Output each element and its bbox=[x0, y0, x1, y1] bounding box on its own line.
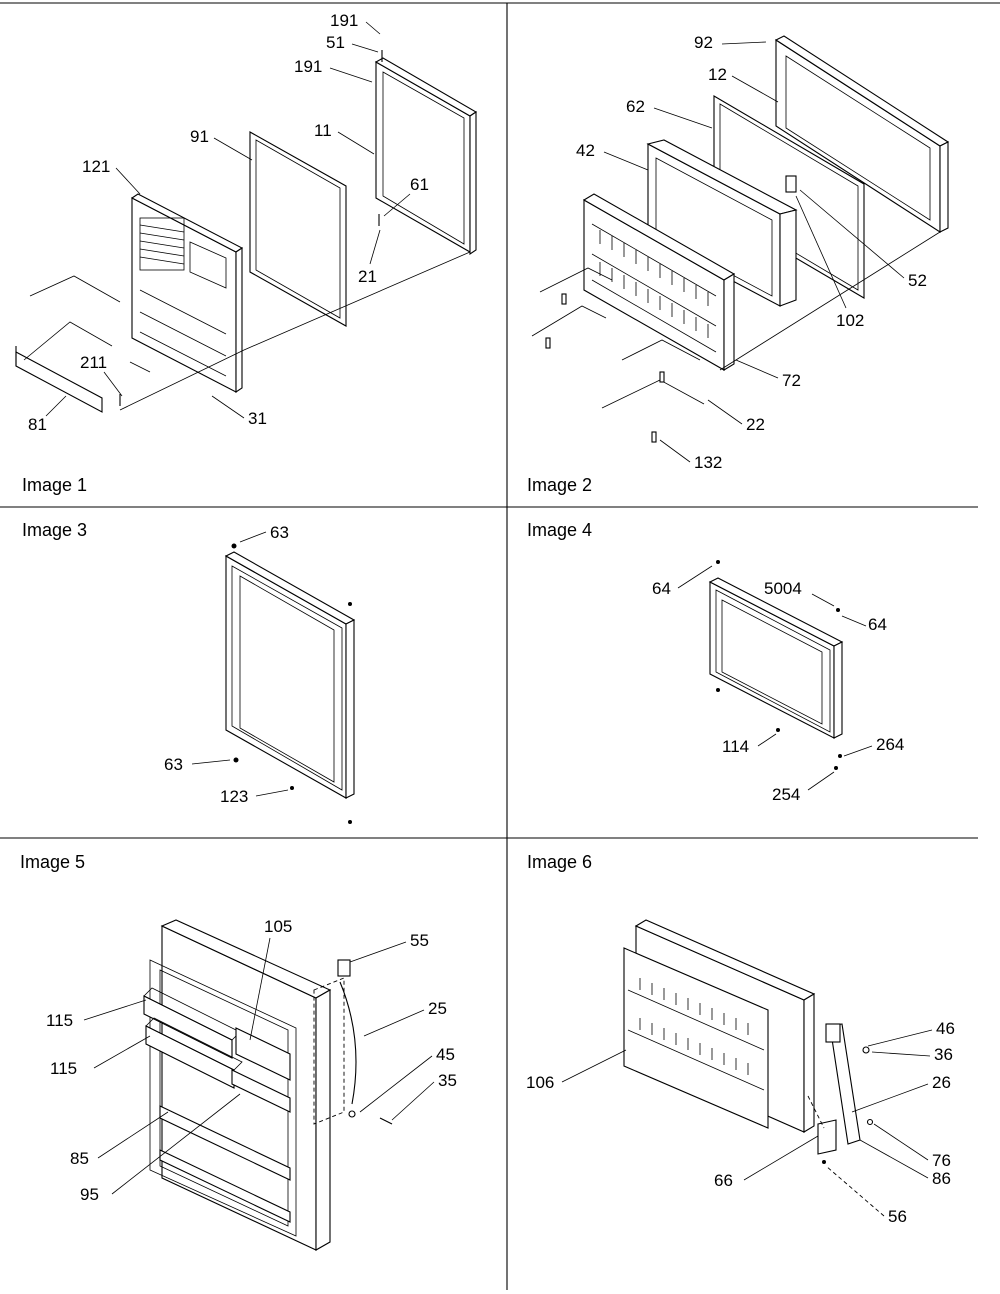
callout-115-lower: 115 bbox=[50, 1059, 77, 1078]
callout-46: 46 bbox=[936, 1019, 955, 1038]
panel-image-2: Image 2 bbox=[527, 33, 950, 495]
callout-45: 45 bbox=[436, 1045, 455, 1064]
panel-caption: Image 6 bbox=[527, 852, 592, 872]
callout-123: 123 bbox=[220, 787, 248, 806]
panel-image-4: Image 4 64 5004 64 114 264 254 bbox=[527, 520, 904, 804]
callout-211: 211 bbox=[80, 353, 107, 372]
callout-85: 85 bbox=[70, 1149, 89, 1168]
door-shelf-upper bbox=[143, 987, 241, 1059]
callout-114: 114 bbox=[722, 737, 749, 756]
freezer-drawer bbox=[623, 919, 816, 1133]
panel-caption: Image 3 bbox=[22, 520, 87, 540]
drawer-front-frame bbox=[774, 35, 950, 234]
callout-63-top: 63 bbox=[270, 523, 289, 542]
door-frame bbox=[224, 551, 356, 799]
callout-115-upper: 115 bbox=[46, 1011, 73, 1030]
drawer-liner-frame bbox=[646, 139, 798, 307]
door-gasket bbox=[249, 131, 347, 327]
callout-72: 72 bbox=[782, 371, 801, 390]
callout-191-top: 191 bbox=[330, 11, 358, 30]
callout-56: 56 bbox=[888, 1207, 907, 1226]
callout-132: 132 bbox=[694, 453, 722, 472]
callout-36: 36 bbox=[934, 1045, 953, 1064]
drawer-frame bbox=[708, 577, 844, 739]
dairy-bin bbox=[231, 1027, 291, 1113]
callout-63-bottom: 63 bbox=[164, 755, 183, 774]
callout-5004: 5004 bbox=[764, 579, 802, 598]
panel-image-3: Image 3 63 63 123 bbox=[22, 520, 356, 824]
callout-106: 106 bbox=[526, 1073, 554, 1092]
door-handle bbox=[15, 346, 103, 413]
callout-105: 105 bbox=[264, 917, 292, 936]
door-liner bbox=[130, 193, 244, 394]
panel-caption: Image 4 bbox=[527, 520, 592, 540]
callout-26: 26 bbox=[932, 1073, 951, 1092]
callout-11: 11 bbox=[314, 121, 332, 140]
callout-35: 35 bbox=[438, 1071, 457, 1090]
callout-66: 66 bbox=[714, 1171, 733, 1190]
callout-254: 254 bbox=[772, 785, 800, 804]
bracket-52 bbox=[785, 175, 797, 193]
callout-102: 102 bbox=[836, 311, 864, 330]
door-hinge bbox=[313, 959, 393, 1125]
callout-76: 76 bbox=[932, 1151, 951, 1170]
callout-121: 121 bbox=[82, 157, 110, 176]
callout-51: 51 bbox=[326, 33, 345, 52]
callout-95: 95 bbox=[80, 1185, 99, 1204]
panel-image-1: Image 1 bbox=[15, 11, 478, 495]
callout-64-right: 64 bbox=[868, 615, 887, 634]
callout-42: 42 bbox=[576, 141, 595, 160]
callout-21: 21 bbox=[358, 267, 377, 286]
drawer-basket bbox=[582, 193, 736, 371]
callout-22: 22 bbox=[746, 415, 765, 434]
screw-63-top bbox=[231, 543, 237, 549]
panel-image-6: Image 6 46 36 106 26 76 86 bbox=[526, 852, 955, 1226]
callout-86: 86 bbox=[932, 1169, 951, 1188]
drawer-slide-rail bbox=[807, 1023, 874, 1164]
callout-12: 12 bbox=[708, 65, 727, 84]
panel-image-5: Image 5 bbox=[20, 852, 457, 1251]
callout-61: 61 bbox=[410, 175, 429, 194]
screw-63-bottom bbox=[233, 757, 239, 763]
panel-caption: Image 2 bbox=[527, 475, 592, 495]
door-outer-frame bbox=[374, 57, 478, 256]
callout-52: 52 bbox=[908, 271, 927, 290]
callout-55: 55 bbox=[410, 931, 429, 950]
panel-caption: Image 1 bbox=[22, 475, 87, 495]
callout-191: 191 bbox=[294, 57, 322, 76]
door-shelf-lower bbox=[159, 1105, 291, 1223]
callout-92: 92 bbox=[694, 33, 713, 52]
callout-31: 31 bbox=[248, 409, 267, 428]
callout-25: 25 bbox=[428, 999, 447, 1018]
callout-62: 62 bbox=[626, 97, 645, 116]
callout-81: 81 bbox=[28, 415, 47, 434]
callout-264: 264 bbox=[876, 735, 904, 754]
panel-caption: Image 5 bbox=[20, 852, 85, 872]
callout-91: 91 bbox=[190, 127, 209, 146]
callout-64-left: 64 bbox=[652, 579, 671, 598]
